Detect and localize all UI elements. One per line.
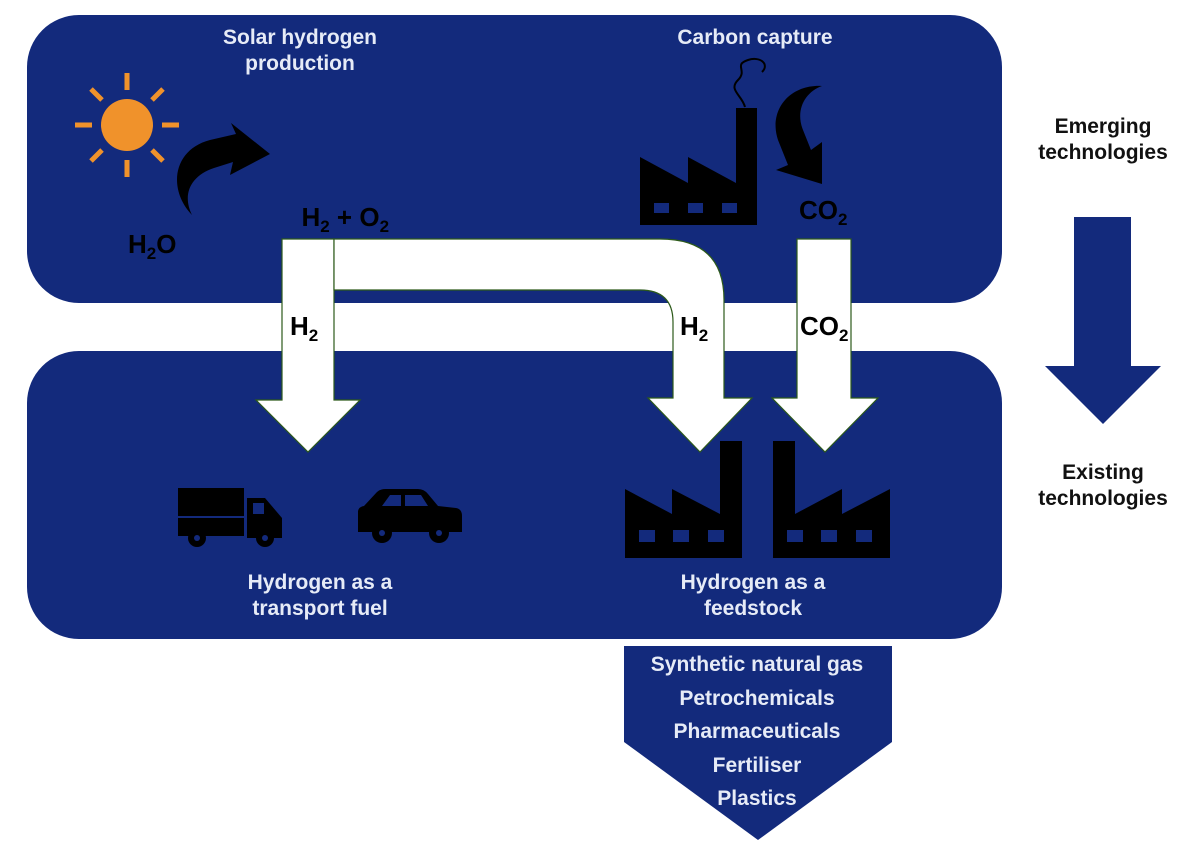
curved-arrow-icon <box>177 123 270 215</box>
product-h-sub: 2 <box>320 216 330 236</box>
existing-line2: technologies <box>1038 487 1168 511</box>
sun-icon <box>75 73 179 177</box>
co2-feedstock-arrow <box>770 238 880 453</box>
water-formula: H2O <box>128 228 176 264</box>
emerging-to-existing-arrow <box>1045 217 1161 424</box>
feedstock-products-list: Synthetic natural gas Petrochemicals Pha… <box>622 648 892 816</box>
emerging-line2: technologies <box>1038 141 1168 165</box>
car-icon <box>358 489 462 543</box>
transport-title-line2: transport fuel <box>252 597 388 621</box>
h2-o2-formula: H2 + O2 <box>287 168 389 237</box>
flow-label-sub: 2 <box>839 326 849 345</box>
product-item: Plastics <box>717 787 797 810</box>
feedstock-title-line2: feedstock <box>703 597 803 621</box>
factory-icon <box>773 441 890 558</box>
h2-feedstock-arrow <box>333 238 754 453</box>
existing-technologies-label: Existing technologies <box>1018 460 1188 513</box>
product-o-sub: 2 <box>379 216 390 236</box>
existing-technologies-panel <box>27 351 1002 639</box>
flow-label-text: CO <box>800 311 839 341</box>
products-arrow-shape <box>624 646 892 840</box>
solar-title-line1: Solar hydrogen <box>222 26 378 49</box>
factory-smoke-icon <box>640 58 766 225</box>
product-item: Fertiliser <box>712 753 802 777</box>
transport-fuel-title: Hydrogen as a transport fuel <box>200 570 440 623</box>
truck-icon <box>178 488 282 547</box>
feedstock-title: Hydrogen as a feedstock <box>628 570 878 623</box>
flow-label-sub: 2 <box>698 326 709 345</box>
factory-icon <box>625 441 742 558</box>
flow-arrows <box>254 238 880 453</box>
feedstock-title-line1: Hydrogen as a <box>680 571 826 594</box>
carbon-capture-title: Carbon capture <box>677 26 833 49</box>
flow-label-text: H <box>680 311 699 341</box>
water-h: H <box>128 229 147 259</box>
solar-hydrogen-title: Solar hydrogen production <box>190 25 410 78</box>
flow-label-text: H <box>290 311 309 341</box>
co2-base: CO <box>799 195 838 225</box>
water-o: O <box>156 229 177 259</box>
flow-label-h2-feedstock: H2 <box>680 310 708 346</box>
flow-label-sub: 2 <box>308 326 319 345</box>
flow-label-h2-transport: H2 <box>290 310 318 346</box>
product-plus: + <box>329 201 360 232</box>
existing-line1: Existing <box>1062 461 1144 484</box>
water-sub: 2 <box>146 244 157 263</box>
transport-title-line1: Hydrogen as a <box>247 571 393 594</box>
emerging-line1: Emerging <box>1054 115 1152 138</box>
solar-title-line2: production <box>245 52 355 76</box>
product-item: Synthetic natural gas <box>650 653 864 676</box>
product-h: H <box>301 201 321 232</box>
co2-output-formula: CO2 <box>799 194 847 230</box>
curved-arrow-icon <box>775 85 822 184</box>
co2-sub: 2 <box>838 210 848 229</box>
emerging-technologies-panel <box>27 15 1002 303</box>
product-item: Pharmaceuticals <box>673 720 841 743</box>
emerging-technologies-label: Emerging technologies <box>1018 114 1188 167</box>
product-o: O <box>359 201 380 232</box>
product-item: Petrochemicals <box>679 686 835 710</box>
flow-label-co2-feedstock: CO2 <box>800 310 848 346</box>
